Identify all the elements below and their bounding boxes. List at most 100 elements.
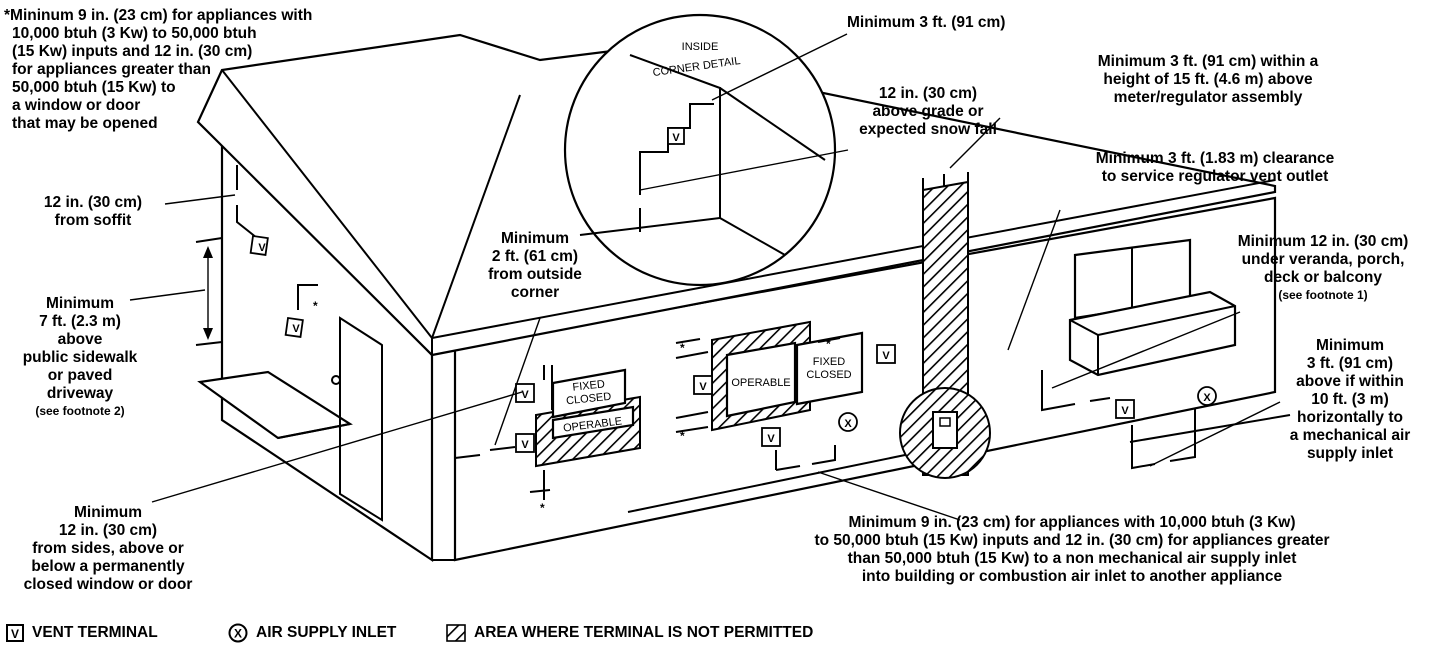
annotation-above-grade: 12 in. (30 cm) above grade or expected s… (859, 85, 997, 138)
vent-legend-symbol: V (11, 627, 19, 641)
note-mech-inlet-line-3: above if within (1296, 373, 1404, 390)
note-regulator-line-2: to service regulator vent outlet (1102, 168, 1329, 185)
legend-air-supply-inlet-label: AIR SUPPLY INLET (256, 624, 397, 641)
inlet-symbol-1: X (844, 418, 852, 430)
inlet-legend-symbol: X (234, 627, 242, 641)
note-mech-inlet-line-7: supply inlet (1307, 445, 1393, 462)
note-window-door-line-1: *Mininum 9 in. (23 cm) for appliances wi… (4, 7, 312, 24)
note-outside-corner-line-1: Minimum (501, 230, 569, 247)
note-window-door-line-6: a window or door (12, 97, 140, 114)
legend-vent-terminal: V VENT TERMINAL (6, 622, 158, 644)
annotation-outside-corner: Minimum 2 ft. (61 cm) from outside corne… (488, 230, 582, 301)
note-sidewalk-line-5: or paved (48, 367, 113, 384)
note-sidewalk-line-4: public sidewalk (23, 349, 138, 366)
window-center-operable-label: OPERABLE (731, 377, 790, 389)
vent-symbol-7: V (882, 350, 890, 362)
note-non-mech-line-2: to 50,000 btuh (15 Kw) inputs and 12 in.… (814, 532, 1329, 549)
vent-symbol-5: V (699, 381, 707, 393)
front-wall (453, 196, 1277, 562)
note-soffit-line-1: 12 in. (30 cm) (44, 194, 142, 211)
note-above-grade-line-2: above grade or (872, 103, 983, 120)
note-window-door-line-3: (15 Kw) inputs and 12 in. (30 cm) (12, 43, 252, 60)
door-knob (331, 375, 341, 385)
inside-corner-detail: INSIDE CORNER DETAIL V (563, 13, 837, 287)
vent-terminal-legend-icon: V (6, 624, 24, 642)
note-sidewalk-footnote: (see footnote 2) (35, 404, 124, 418)
note-non-mech-line-4: into building or combustion air inlet to… (862, 568, 1283, 585)
legend-air-supply-inlet: X AIR SUPPLY INLET (228, 622, 396, 644)
asterisk-1: * (313, 299, 318, 313)
note-veranda-line-3: deck or balcony (1264, 269, 1382, 286)
note-mech-inlet-line-6: a mechanical air (1290, 427, 1411, 444)
annotation-closed-window: Minimum 12 in. (30 cm) from sides, above… (24, 504, 193, 593)
window-left-fixed-label-2: CLOSED (566, 391, 612, 408)
note-sidewalk-line-6: driveway (47, 385, 114, 402)
note-sidewalk-line-1: Minimum (46, 295, 114, 312)
note-closed-window-line-1: Minimum (74, 504, 142, 521)
asterisk-marks: * * * * * (313, 299, 831, 515)
note-mech-inlet-line-4: 10 ft. (3 m) (1311, 391, 1389, 408)
note-above-grade-line-3: expected snow fall (859, 121, 997, 138)
note-meter-line-1: Minimum 3 ft. (91 cm) within a (1098, 53, 1319, 70)
annotation-non-mechanical-inlet: Minimum 9 in. (23 cm) for appliances wit… (814, 514, 1329, 585)
note-regulator-line-1: Minimum 3 ft. (1.83 m) clearance (1096, 150, 1335, 167)
corner-detail-title-1: INSIDE (682, 41, 719, 53)
annotation-veranda: Minimum 12 in. (30 cm) under veranda, po… (1238, 233, 1409, 302)
asterisk-2: * (680, 341, 685, 355)
asterisk-3: * (680, 429, 685, 443)
note-closed-window-line-2: 12 in. (30 cm) (59, 522, 157, 539)
window-center-fixed-label-1: FIXED (813, 356, 845, 368)
annotation-sidewalk: Minimum 7 ft. (2.3 m) above public sidew… (23, 295, 138, 418)
hatch-legend-icon (446, 624, 466, 642)
vent-symbol-3: V (521, 389, 529, 401)
note-outside-corner-line-2: 2 ft. (61 cm) (492, 248, 578, 265)
vent-terminal-letters: V V V V V V V V (258, 242, 1129, 451)
note-mech-inlet-line-5: horizontally to (1297, 409, 1403, 426)
legend-not-permitted-label: AREA WHERE TERMINAL IS NOT PERMITTED (474, 624, 814, 641)
vent-symbol-2: V (292, 323, 300, 335)
legend-not-permitted: AREA WHERE TERMINAL IS NOT PERMITTED (446, 622, 813, 644)
window-left-operable (551, 405, 635, 440)
vent-symbol-8: V (1121, 405, 1129, 417)
clearance-diagram: FIXED CLOSED OPERABLE OPERABLE FIXED CLO… (4, 7, 1411, 593)
vent-symbol-4: V (521, 439, 529, 451)
note-meter-line-2: height of 15 ft. (4.6 m) above (1103, 71, 1313, 88)
annotation-service-regulator: Minimum 3 ft. (1.83 m) clearance to serv… (1096, 150, 1335, 185)
note-mech-inlet-line-2: 3 ft. (91 cm) (1307, 355, 1393, 372)
note-outside-corner-line-3: from outside (488, 266, 582, 283)
note-window-door-line-7: that may be opened (12, 115, 158, 132)
door (339, 316, 383, 522)
legend-vent-terminal-label: VENT TERMINAL (32, 624, 158, 641)
asterisk-4: * (540, 501, 545, 515)
note-meter-line-3: meter/regulator assembly (1114, 89, 1303, 106)
note-closed-window-line-4: below a permanently (31, 558, 185, 575)
note-veranda-line-2: under veranda, porch, (1242, 251, 1405, 268)
annotation-meter-assembly: Minimum 3 ft. (91 cm) within a height of… (1098, 53, 1319, 106)
note-mech-inlet-line-1: Minimum (1316, 337, 1384, 354)
note-above-grade-line-1: 12 in. (30 cm) (879, 85, 977, 102)
leader-lines (129, 33, 1281, 521)
dimension-marks (195, 165, 1196, 500)
vent-symbol-1: V (258, 242, 266, 254)
vent-terminals (249, 234, 1135, 453)
note-inside-corner-3ft: Minimum 3 ft. (91 cm) (847, 14, 1005, 31)
annotation-mechanical-inlet: Minimum 3 ft. (91 cm) above if within 10… (1290, 337, 1411, 462)
note-soffit-line-2: from soffit (55, 212, 132, 229)
note-window-door-line-2: 10,000 btuh (3 Kw) to 50,000 btuh (12, 25, 257, 42)
note-window-door-line-5: 50,000 btuh (15 Kw) to (12, 79, 176, 96)
note-outside-corner-line-4: corner (511, 284, 559, 301)
planter-box (1068, 290, 1237, 377)
annotation-window-door: *Mininum 9 in. (23 cm) for appliances wi… (4, 7, 312, 132)
note-sidewalk-line-2: 7 ft. (2.3 m) (39, 313, 121, 330)
vent-symbol-6: V (767, 433, 775, 445)
note-closed-window-line-3: from sides, above or (32, 540, 184, 557)
air-supply-inlets: X X (838, 386, 1217, 432)
note-veranda-footnote: (see footnote 1) (1278, 288, 1367, 302)
note-non-mech-line-3: than 50,000 btuh (15 Kw) to a non mechan… (848, 550, 1297, 567)
note-sidewalk-line-3: above (58, 331, 103, 348)
window-center-operable (725, 341, 797, 418)
window-left-fixed-label-1: FIXED (572, 378, 606, 393)
windows: FIXED CLOSED OPERABLE OPERABLE FIXED CLO… (551, 238, 1237, 440)
note-veranda-line-1: Minimum 12 in. (30 cm) (1238, 233, 1409, 250)
window-center-fixed-label-2: CLOSED (806, 369, 851, 381)
